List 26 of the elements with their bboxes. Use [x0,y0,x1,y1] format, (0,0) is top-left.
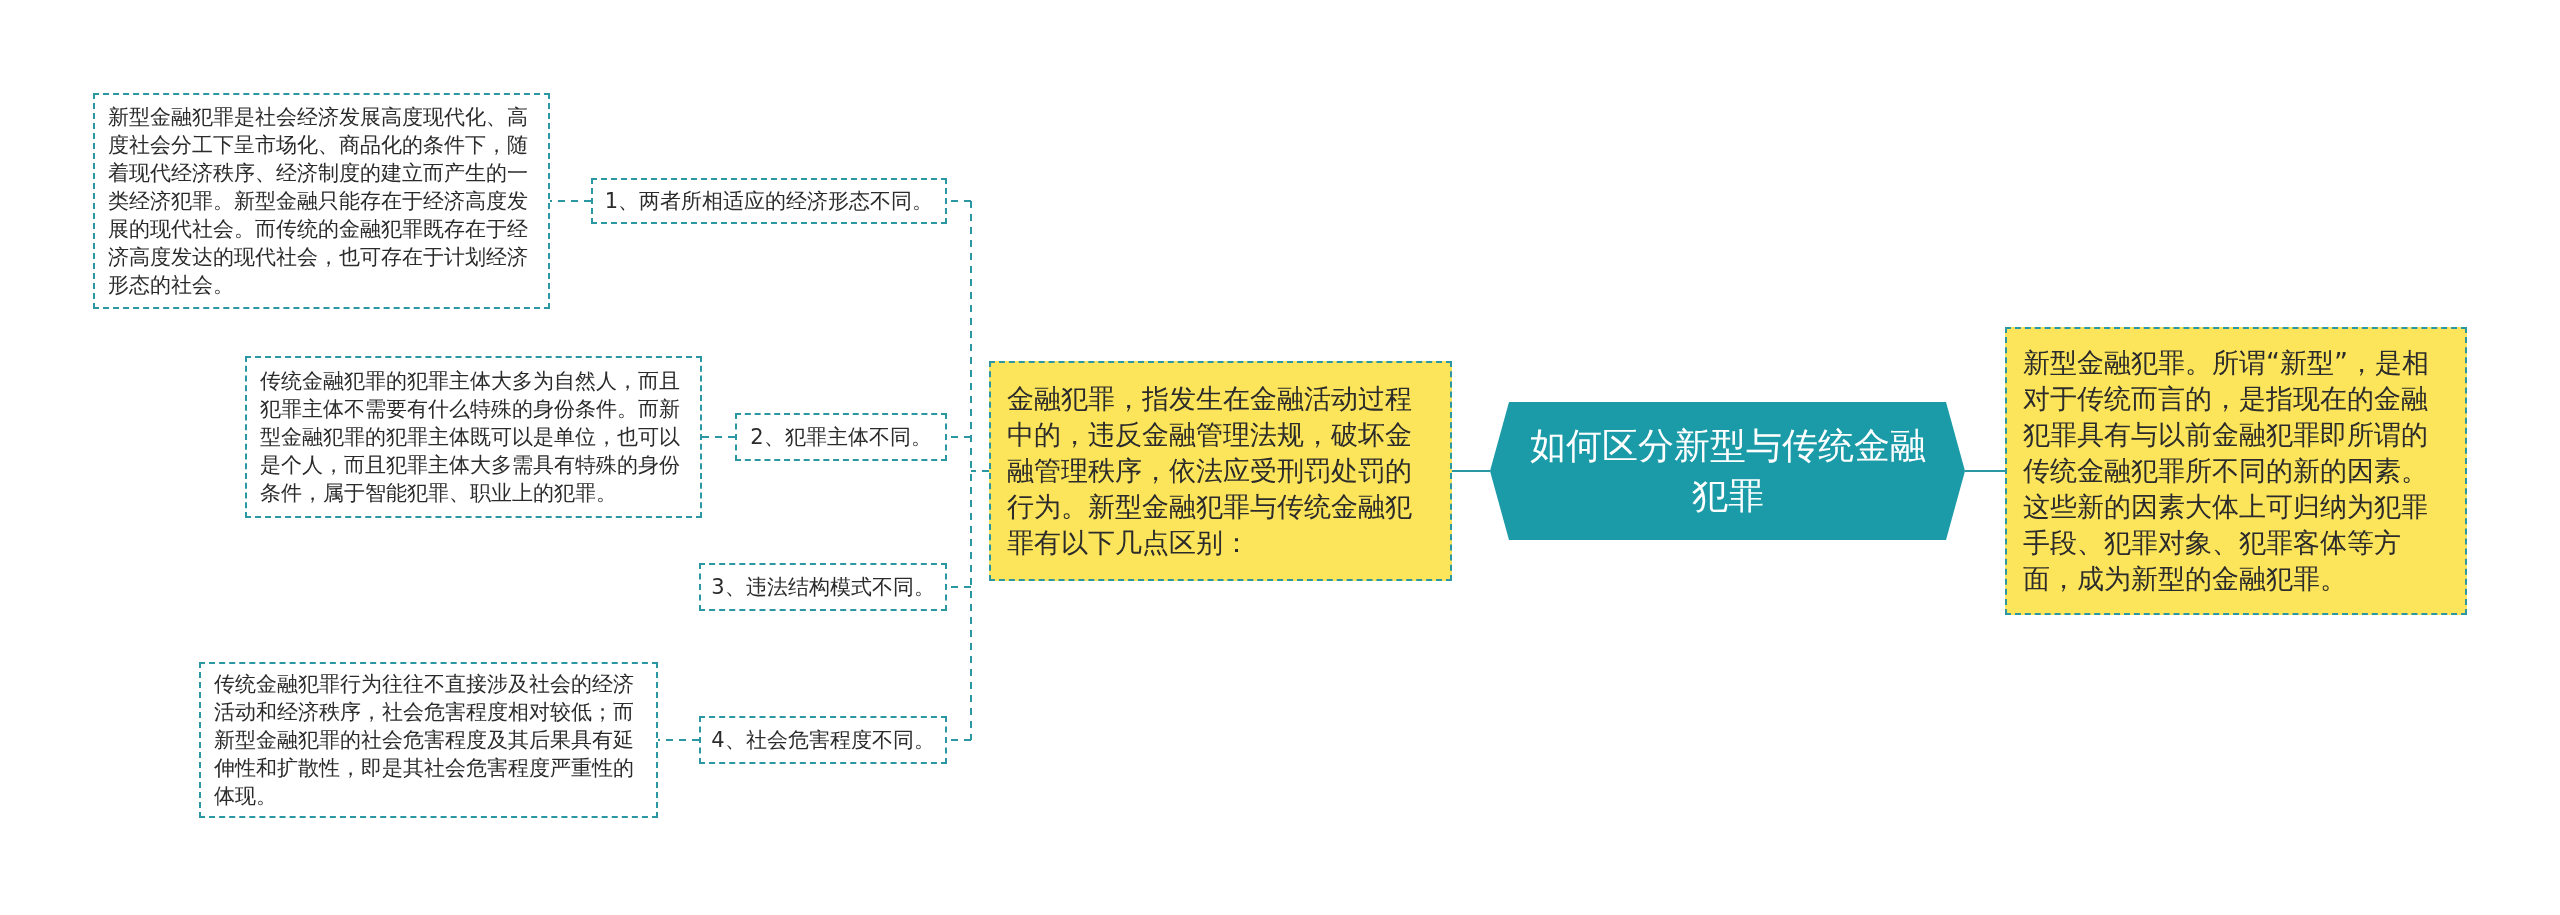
detail-box [245,356,702,518]
topic-title: 如何区分新型与传统金融犯罪 [1528,424,1927,518]
point-text: 3、违法结构模式不同。 [711,574,935,601]
detail-text: 新型金融犯罪是社会经济发展高度现代化、高度社会分工下呈市场化、商品化的条件下，随着现代经济秩序、经济制度的建立而产生的一类经济犯罪。新型金融只能存在于经济高度发展的现代社会。而传统的金融犯罪既存在于经济高度发达的现代社会，也可存在于计划经济形态的社会。 [108,104,529,299]
note-text: 金融犯罪，指发生在金融活动过程中的，违反金融管理法规，破坏金融管理秩序，依法应受刑罚处罚的行为。新型金融犯罪与传统金融犯罪有以下几点区别： [1007,382,1413,560]
connector-line [1451,470,1491,472]
connector-line [701,436,736,438]
detail-box [199,662,658,818]
connector-line [1964,470,2006,472]
note-text: 新型金融犯罪。所谓“新型”，是相对于传统而言的，是指现在的金融犯罪具有与以前金融犯罪即所谓的传统金融犯罪所不同的新的因素。这些新的因素大体上可归纳为犯罪手段、犯罪对象、犯罪客体等方面，成为新型的金融犯罪。 [2023,346,2430,596]
connector-line [549,200,592,202]
connector-line [970,200,990,741]
detail-text: 传统金融犯罪的犯罪主体大多为自然人，而且犯罪主体不需要有什么特殊的身份条件。而新型金融犯罪的犯罪主体既可以是单位，也可以是个人，而且犯罪主体大多需具有特殊的身份条件，属于智能犯罪、职业上的犯罪。 [260,368,681,507]
point-box [699,563,947,611]
point-box [699,716,947,764]
note-card [2005,327,2467,615]
point-text: 2、犯罪主体不同。 [750,424,932,451]
detail-text: 传统金融犯罪行为往往不直接涉及社会的经济活动和经济秩序，社会危害程度相对较低；而新型金融犯罪的社会危害程度及其后果具有延伸性和扩散性，即是其社会危害程度严重性的体现。 [214,671,635,810]
connector-line [657,739,700,741]
point-box [735,413,947,461]
point-text: 1、两者所相适应的经济形态不同。 [604,188,934,215]
detail-box [93,93,550,309]
point-box [591,178,947,224]
note-card [989,361,1452,581]
point-text: 4、社会危害程度不同。 [711,727,935,754]
topic-hexagon [1490,402,1965,540]
